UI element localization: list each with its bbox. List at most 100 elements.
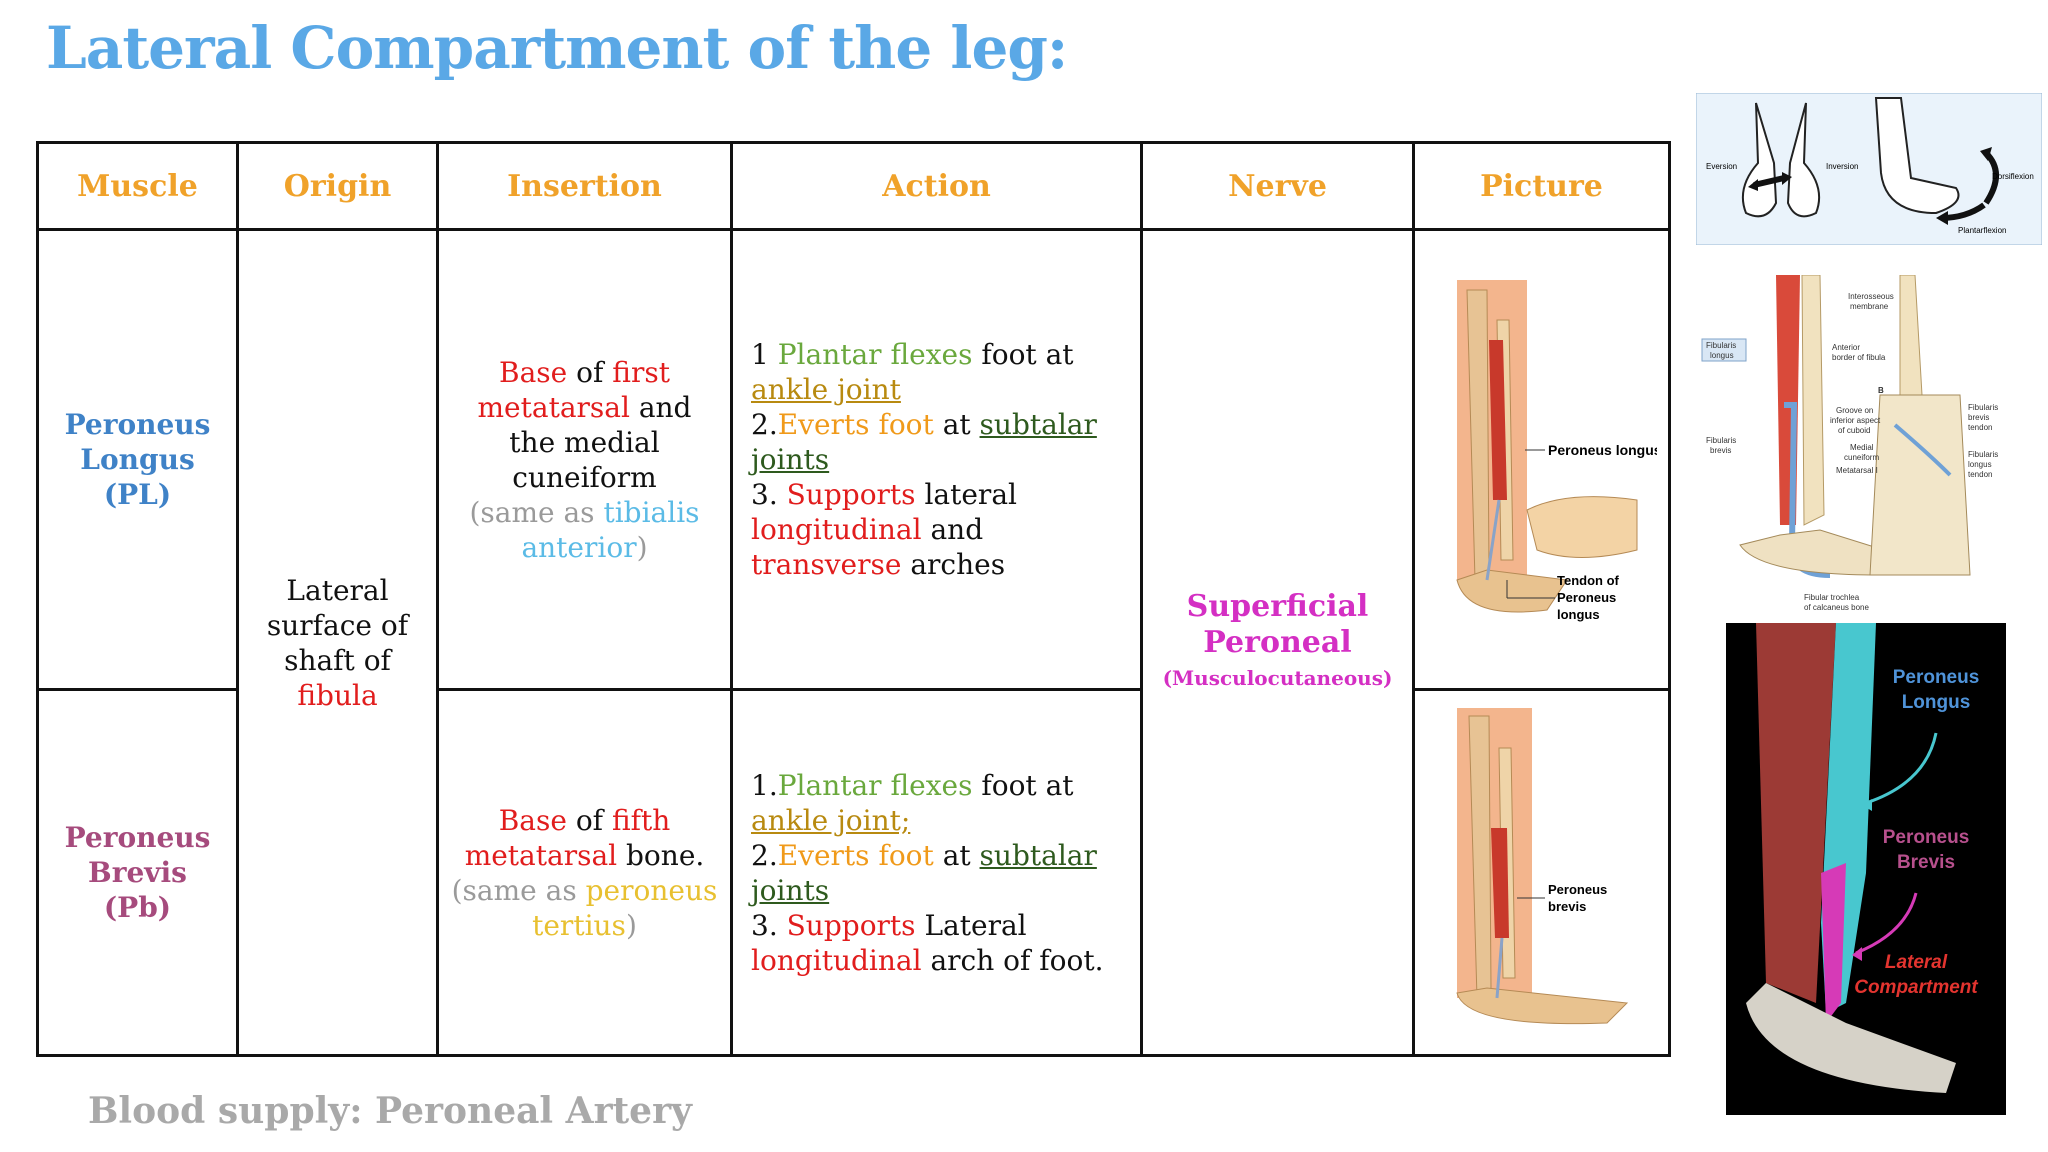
picture-label: Peroneus [1548, 882, 1607, 897]
action-text: Everts foot [777, 838, 934, 872]
muscle-name-line: Peroneus [64, 408, 211, 441]
insertion-text: bone. [617, 838, 705, 872]
insertion-text: cuneiform [512, 460, 657, 494]
render-label: Peroneus [1893, 667, 1980, 688]
action-text: 2. [751, 838, 778, 872]
table-row: Peroneus Brevis (Pb) Base of fifth metat… [36, 688, 1671, 1057]
arrowhead-icon [1980, 147, 1992, 161]
action-text: Plantar flexes [777, 768, 973, 802]
foot-render [1746, 983, 1956, 1093]
arrowhead-icon [1852, 947, 1862, 961]
diagram-label: Inversion [1826, 162, 1858, 171]
action-text: ankle joint; [751, 803, 911, 837]
arrowhead-icon [1748, 179, 1758, 191]
action-cell-pb: 1.Plantar flexes foot at ankle joint; 2.… [730, 688, 1143, 1057]
muscle-name-line: Brevis [88, 856, 187, 889]
muscle-cell-pl: Peroneus Longus (PL) [36, 228, 239, 691]
insertion-cell-pl: Base of first metatarsal and the medial … [436, 228, 733, 691]
origin-line: shaft of [284, 643, 391, 677]
foot-sole-bones [1525, 495, 1637, 558]
tendon-line [1495, 937, 1503, 998]
diagram-label: Fibularis [1968, 450, 1998, 459]
diagram-label: Dorsiflexion [1992, 172, 2034, 181]
insertion-note: ) [636, 530, 648, 564]
action-text: at [933, 408, 980, 441]
insertion-text: Base [498, 803, 567, 837]
peroneus-longus-illustration: Peroneus longus Tendon of Peroneus longu… [1455, 279, 1657, 622]
label-box [1701, 338, 1747, 362]
nerve-cell: Superficial Peroneal (Musculocutaneous) [1140, 228, 1415, 1057]
insertion-note: tertius [532, 908, 626, 942]
action-text: arch of foot. [921, 943, 1104, 977]
muscle-abbrev: (Pb) [103, 891, 172, 924]
diagram-label: Fibularis [1706, 436, 1736, 445]
diagram-label: Fibularis [1706, 341, 1736, 350]
diagram-label: brevis [1710, 446, 1731, 455]
diagram-label: longus [1710, 351, 1734, 360]
diagram-label: Fibularis [1968, 403, 1998, 412]
origin-line: Lateral [286, 573, 389, 607]
header-muscle: Muscle [36, 141, 239, 231]
action-text: foot at [972, 338, 1074, 371]
pointer-line [1855, 892, 1918, 955]
action-text: 1. [751, 768, 778, 802]
foot-sole-bones [1869, 394, 1971, 576]
diagram-label: tendon [1968, 423, 1992, 432]
page-title: Lateral Compartment of the leg: [46, 14, 1068, 82]
action-text: 3. [751, 478, 787, 511]
header-picture: Picture [1412, 141, 1671, 231]
action-text: Everts foot [777, 408, 934, 441]
picture-cell-pl: Peroneus longus Tendon of Peroneus longu… [1412, 228, 1671, 691]
insertion-text: metatarsal [477, 390, 630, 424]
insertion-text: the medial [509, 425, 660, 459]
origin-line: surface of [266, 608, 409, 642]
action-text: joints [751, 873, 830, 907]
lateral-compartment-render: Peroneus Longus Peroneus Brevis Lateral … [1726, 623, 2006, 1115]
arrow-eversion [1753, 175, 1785, 188]
action-cell-pl: 1 Plantar flexes foot at ankle joint 2.E… [730, 228, 1143, 691]
insertion-text: fifth [611, 803, 671, 837]
insertion-note: (same as [451, 873, 586, 907]
action-text: joints [751, 443, 830, 476]
diagram-label: Medial [1850, 443, 1874, 452]
action-text: at [933, 838, 980, 872]
insertion-note: tibialis [603, 495, 700, 529]
insertion-text: of [567, 355, 613, 389]
insertion-text: of [566, 803, 612, 837]
nerve-alt-name: (Musculocutaneous) [1162, 666, 1393, 690]
header-nerve: Nerve [1140, 141, 1415, 231]
blood-supply-note: Blood supply: Peroneal Artery [88, 1090, 692, 1132]
action-text: foot at [972, 768, 1074, 802]
insertion-text: and [629, 390, 692, 424]
action-text: Plantar flexes [777, 338, 973, 371]
foot-outline [1786, 102, 1820, 218]
muscle-table: Muscle Origin Insertion Action Nerve Pic… [36, 141, 1671, 1057]
action-text: transverse [751, 548, 902, 581]
peroneus-brevis-muscle [1490, 827, 1509, 938]
peroneus-brevis-highlight [1821, 863, 1846, 1023]
insertion-note: peroneus [585, 873, 718, 907]
diagram-label: brevis [1968, 413, 1989, 422]
action-text: 2. [751, 408, 778, 441]
muscle-name-line: Longus [80, 443, 195, 476]
insertion-note: anterior [521, 530, 637, 564]
picture-label: Peroneus longus [1548, 442, 1657, 458]
picture-label: Tendon of [1557, 573, 1620, 588]
action-text: 3. [751, 908, 787, 942]
diagram-label: Groove on [1836, 406, 1873, 415]
diagram-label: Interosseous [1848, 292, 1894, 301]
diagram-label: Anterior [1832, 343, 1860, 352]
table-header-row: Muscle Origin Insertion Action Nerve Pic… [36, 141, 1671, 231]
picture-label: Peroneus [1557, 590, 1616, 605]
insertion-text: first [612, 355, 670, 389]
action-text: Lateral [915, 908, 1027, 942]
insertion-note: (same as [469, 495, 604, 529]
origin-line: fibula [297, 678, 378, 712]
muscle-name-line: Peroneus [64, 821, 211, 854]
peroneus-brevis-illustration: Peroneus brevis [1455, 707, 1628, 1024]
fibularis-anatomy-diagram: Interosseous membrane Fibularis longus A… [1700, 275, 2005, 615]
render-label: Brevis [1897, 852, 1955, 873]
picture-cell-pb: Peroneus brevis [1412, 688, 1671, 1057]
action-text: subtalar [979, 408, 1097, 441]
diagram-label: cuneiform [1844, 453, 1879, 462]
